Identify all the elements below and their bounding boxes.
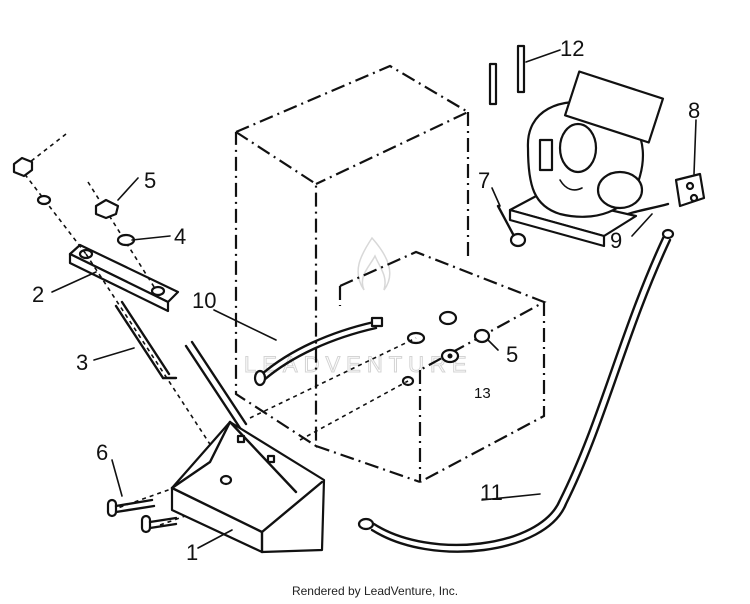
callout-1: 1 (186, 540, 198, 565)
left-hardware (12, 156, 136, 247)
battery-box-outline (234, 64, 471, 449)
callout-11: 11 (480, 480, 503, 505)
callout-13: 13 (474, 385, 491, 402)
battery-tray (170, 420, 326, 554)
callout-7: 7 (478, 168, 490, 193)
housing-hardware (401, 310, 491, 387)
solenoid-bracket (674, 172, 706, 208)
pins-12 (488, 44, 526, 106)
callout-10: 10 (192, 288, 216, 313)
callout-4: 4 (174, 224, 186, 249)
callout-12: 12 (560, 36, 584, 61)
engine (508, 70, 670, 248)
hold-down-bracket (19, 133, 233, 479)
carriage-bolts (106, 498, 178, 534)
watermark: LEADVENTURE (244, 236, 473, 378)
leader-lines (51, 49, 697, 549)
j-bolt-left (114, 300, 178, 380)
callout-2: 2 (32, 282, 44, 307)
short-cable (253, 316, 384, 387)
callout-8: 8 (688, 98, 700, 123)
callout-3: 3 (76, 350, 88, 375)
footer-credit: Rendered by LeadVenture, Inc. (291, 584, 459, 598)
callout-9: 9 (610, 228, 622, 253)
j-bolt-right (184, 340, 248, 430)
callout-6: 6 (96, 440, 108, 465)
watermark-text: LEADVENTURE (244, 352, 473, 377)
callout-5-right: 5 (506, 342, 518, 367)
callouts: 1 2 3 4 5 5 6 7 8 9 10 11 12 13 (32, 36, 700, 565)
long-cable (357, 228, 675, 553)
terminal-7 (496, 204, 527, 248)
callout-5-left: 5 (144, 168, 156, 193)
